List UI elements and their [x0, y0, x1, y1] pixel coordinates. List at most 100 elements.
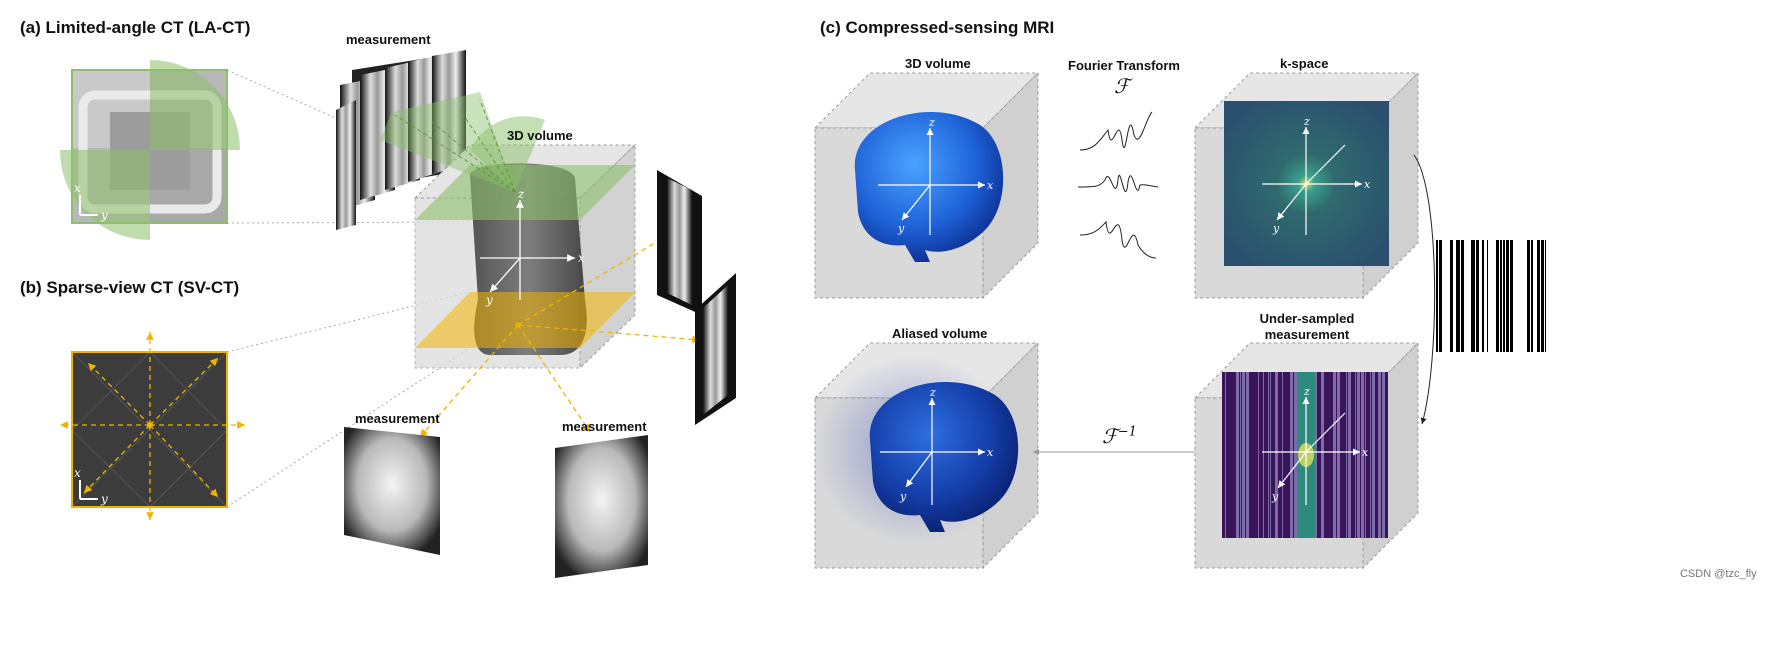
mask-stripe	[1314, 372, 1317, 538]
mask-stripe	[1275, 372, 1278, 538]
mask-stripe	[1346, 372, 1347, 538]
mask-stripe	[1268, 372, 1269, 538]
svg-text:x: x	[74, 466, 81, 480]
mask-stripe	[1456, 240, 1460, 352]
mask-stripe	[1510, 240, 1513, 352]
mask-stripe	[1439, 240, 1442, 352]
mask-stripe	[1236, 372, 1239, 538]
measurement-label-top: measurement	[346, 32, 431, 47]
axis-x-label: x	[1362, 446, 1369, 459]
axis-z-label: z	[928, 116, 935, 129]
mask-stripe	[1541, 240, 1544, 352]
mask-stripe	[1355, 372, 1356, 538]
ct-volume-cube: z x y	[380, 92, 637, 370]
fourier-wavelets	[1077, 111, 1159, 259]
mask-stripe	[1240, 372, 1241, 538]
kspace-label: k-space	[1280, 56, 1329, 71]
measurement-label-bottom-right: measurement	[562, 419, 647, 434]
mask-stripe	[1242, 372, 1245, 538]
la-ct-reconstruction-image: x y	[60, 60, 240, 240]
mask-stripe	[1527, 240, 1530, 352]
fourier-symbol: ℱ	[1114, 74, 1130, 98]
mask-stripe	[1370, 372, 1371, 538]
axis-y-label: y	[899, 490, 907, 503]
aliased-volume-cube: z x y	[813, 341, 1040, 570]
mask-stripe	[1365, 372, 1366, 538]
svg-text:y: y	[100, 492, 108, 506]
ct-volume-label: 3D volume	[507, 128, 573, 143]
mask-stripe	[1258, 372, 1259, 538]
mask-stripe	[1482, 240, 1484, 352]
mask-arrow	[1413, 154, 1436, 425]
mask-stripe	[1348, 372, 1351, 538]
mask-stripe	[1321, 372, 1324, 538]
sv-ct-reconstruction-image: x y	[59, 332, 245, 520]
mask-stripe	[1333, 372, 1336, 538]
mask-stripe	[1282, 372, 1283, 538]
mask-stripe	[1337, 372, 1340, 538]
sv-measurement-right	[657, 170, 736, 425]
mask-stripe	[1225, 372, 1226, 538]
mask-stripe	[1487, 240, 1488, 352]
mask-stripe	[1450, 240, 1453, 352]
kspace-cube: z x y	[1193, 71, 1420, 300]
axis-x-label: x	[1364, 178, 1371, 191]
sampling-mask	[1436, 240, 1546, 352]
undersampled-label: Under-sampled measurement	[1259, 311, 1355, 342]
mask-stripe	[1270, 372, 1271, 538]
mask-stripe	[1471, 240, 1475, 352]
svg-text:x: x	[74, 181, 81, 195]
mask-stripe	[1476, 240, 1479, 352]
projection-arrows	[419, 234, 701, 438]
mask-stripe	[1372, 372, 1375, 538]
mask-stripe	[1290, 372, 1293, 538]
mask-stripe	[1500, 240, 1502, 352]
panel-b-title: (b) Sparse-view CT (SV-CT)	[20, 278, 240, 297]
mask-stripe	[1294, 372, 1297, 538]
mask-stripe	[1531, 240, 1533, 352]
axis-x-label: x	[987, 179, 994, 192]
axis-z-label: z	[1303, 115, 1310, 128]
axis-y-label: y	[1272, 222, 1280, 235]
mask-stripe	[1357, 372, 1360, 538]
sv-measurement-bottom-left	[344, 427, 440, 555]
axis-y-label: y	[897, 222, 905, 235]
panel-a-title: (a) Limited-angle CT (LA-CT)	[20, 18, 251, 37]
axis-z-label: z	[517, 187, 525, 201]
mask-stripe	[1246, 372, 1249, 538]
inverse-fourier-base: ℱ	[1102, 424, 1118, 448]
inverse-fourier-exponent: −1	[1117, 424, 1137, 440]
mask-stripe	[1545, 240, 1546, 352]
axis-x-label: x	[578, 251, 585, 265]
inverse-fourier-symbol: ℱ−1	[1102, 424, 1137, 448]
axis-z-label: z	[1303, 385, 1310, 398]
mask-stripe	[1537, 240, 1540, 352]
mri-volume-cube: z x y	[813, 71, 1040, 300]
mask-stripe	[1378, 372, 1381, 538]
svg-text:y: y	[100, 208, 108, 222]
mask-stripe	[1506, 240, 1509, 352]
mask-stripe	[1461, 240, 1464, 352]
undersampled-cube: z x y	[1193, 341, 1420, 570]
fourier-transform-label: Fourier Transform	[1068, 58, 1180, 73]
sv-measurement-bottom-right	[555, 435, 648, 578]
la-measurement-stack	[336, 50, 466, 230]
axis-z-label: z	[929, 386, 936, 399]
mask-stripe	[1436, 240, 1438, 352]
mask-stripe	[1382, 372, 1385, 538]
mask-stripe	[1263, 372, 1264, 538]
mask-stripe	[1496, 240, 1499, 352]
mask-stripe	[1361, 372, 1364, 538]
aliased-volume-label: Aliased volume	[892, 326, 988, 341]
axis-y-label: y	[485, 293, 493, 307]
axis-y-label: y	[1271, 490, 1279, 503]
mri-volume-label: 3D volume	[905, 56, 971, 71]
mask-stripe	[1503, 240, 1505, 352]
panel-c-title: (c) Compressed-sensing MRI	[820, 18, 1055, 37]
guide-line	[226, 69, 341, 121]
measurement-label-bottom-left: measurement	[355, 411, 440, 426]
guide-line	[226, 291, 471, 353]
watermark: CSDN @tzc_fly	[1680, 568, 1757, 580]
axis-x-label: x	[987, 446, 994, 459]
